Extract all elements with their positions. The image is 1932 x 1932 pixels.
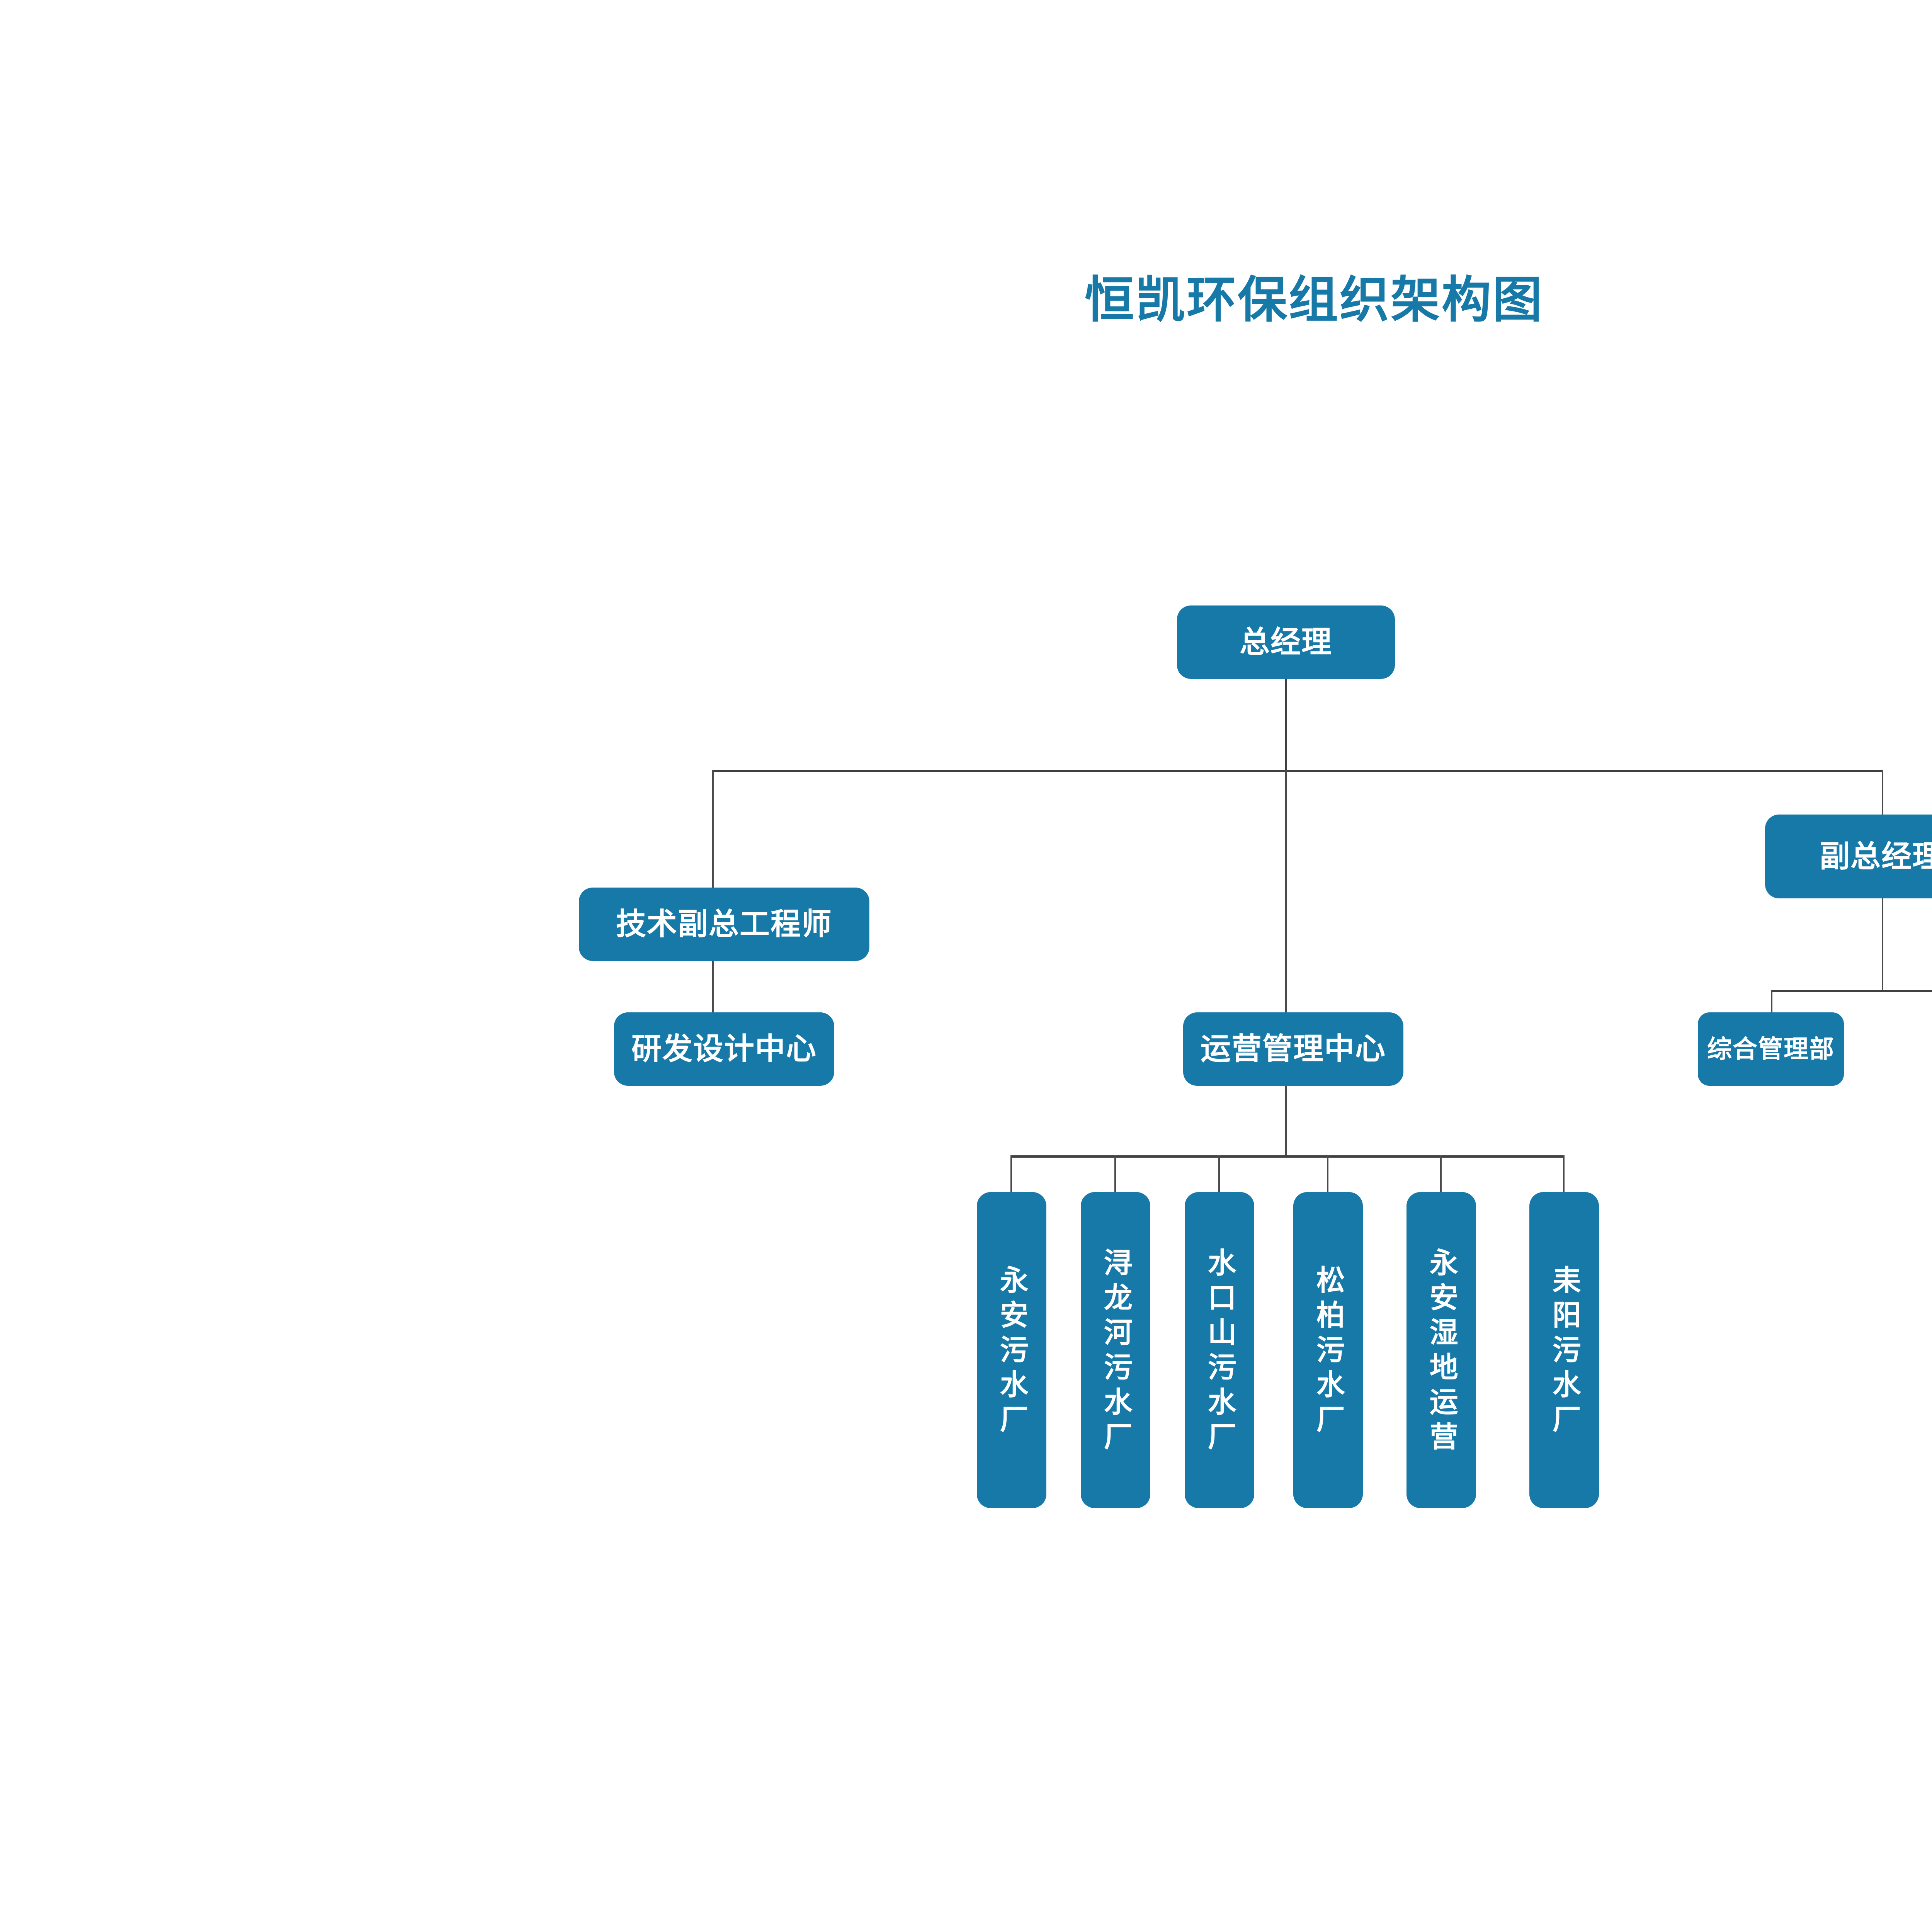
node-plant-shuikoushan-wastewater[interactable]: 水口山污水厂	[1185, 1192, 1254, 1508]
connector-operations-stem	[1285, 1085, 1287, 1156]
connector-root-stem	[1285, 679, 1287, 772]
node-label: 总经理	[1239, 625, 1332, 659]
connector-to-deputy-gm	[1882, 770, 1883, 816]
connector-to-plant-6	[1563, 1155, 1565, 1193]
connector-deputy-gm-bus	[1771, 990, 1932, 992]
node-label: 综合管理部	[1707, 1035, 1835, 1063]
node-label: 耒阳污水厂	[1548, 1265, 1581, 1439]
node-label: 永安湿地运营	[1425, 1248, 1458, 1456]
node-plant-yongan-wastewater[interactable]: 永安污水厂	[977, 1192, 1046, 1508]
connector-level2-bus	[712, 770, 1883, 772]
node-plant-songbai-wastewater[interactable]: 松柏污水厂	[1293, 1192, 1363, 1508]
node-label: 水口山污水厂	[1204, 1248, 1236, 1456]
node-operations-management-center[interactable]: 运营管理中心	[1183, 1012, 1403, 1086]
connector-to-plant-4	[1327, 1155, 1328, 1193]
node-label: 副总经理	[1819, 839, 1932, 873]
connector-to-technical-chief-engineer	[712, 770, 714, 889]
connector-to-plant-3	[1218, 1155, 1220, 1193]
node-label: 浔龙河污水厂	[1100, 1248, 1132, 1456]
connector-to-operations-center	[1285, 770, 1287, 1012]
node-rd-design-center[interactable]: 研发设计中心	[614, 1012, 834, 1086]
node-label: 技术副总工程师	[616, 907, 832, 941]
node-label: 运营管理中心	[1200, 1032, 1386, 1066]
node-label: 研发设计中心	[631, 1032, 817, 1066]
node-technical-chief-engineer[interactable]: 技术副总工程师	[579, 888, 869, 961]
connector-to-general-management-dept	[1771, 990, 1772, 1012]
connector-to-plant-2	[1114, 1155, 1116, 1193]
node-plant-xunlonghe-wastewater[interactable]: 浔龙河污水厂	[1081, 1192, 1150, 1508]
node-plant-yongan-wetland-operation[interactable]: 永安湿地运营	[1406, 1192, 1476, 1508]
node-general-management-dept[interactable]: 综合管理部	[1698, 1012, 1844, 1086]
node-label: 永安污水厂	[996, 1265, 1028, 1439]
node-deputy-general-manager[interactable]: 副总经理	[1765, 815, 1932, 898]
connector-to-plant-5	[1440, 1155, 1442, 1193]
node-general-manager[interactable]: 总经理	[1177, 605, 1395, 679]
node-label: 松柏污水厂	[1312, 1265, 1345, 1439]
connector-deputy-gm-stem	[1882, 898, 1883, 991]
page-title: 恒凯环保组织架构图	[1084, 272, 1544, 328]
node-plant-leiyang-wastewater[interactable]: 耒阳污水厂	[1529, 1192, 1599, 1508]
connector-technical-to-rd-center	[712, 961, 714, 1012]
connector-to-plant-1	[1010, 1155, 1012, 1193]
connector-plants-bus	[1010, 1155, 1565, 1158]
